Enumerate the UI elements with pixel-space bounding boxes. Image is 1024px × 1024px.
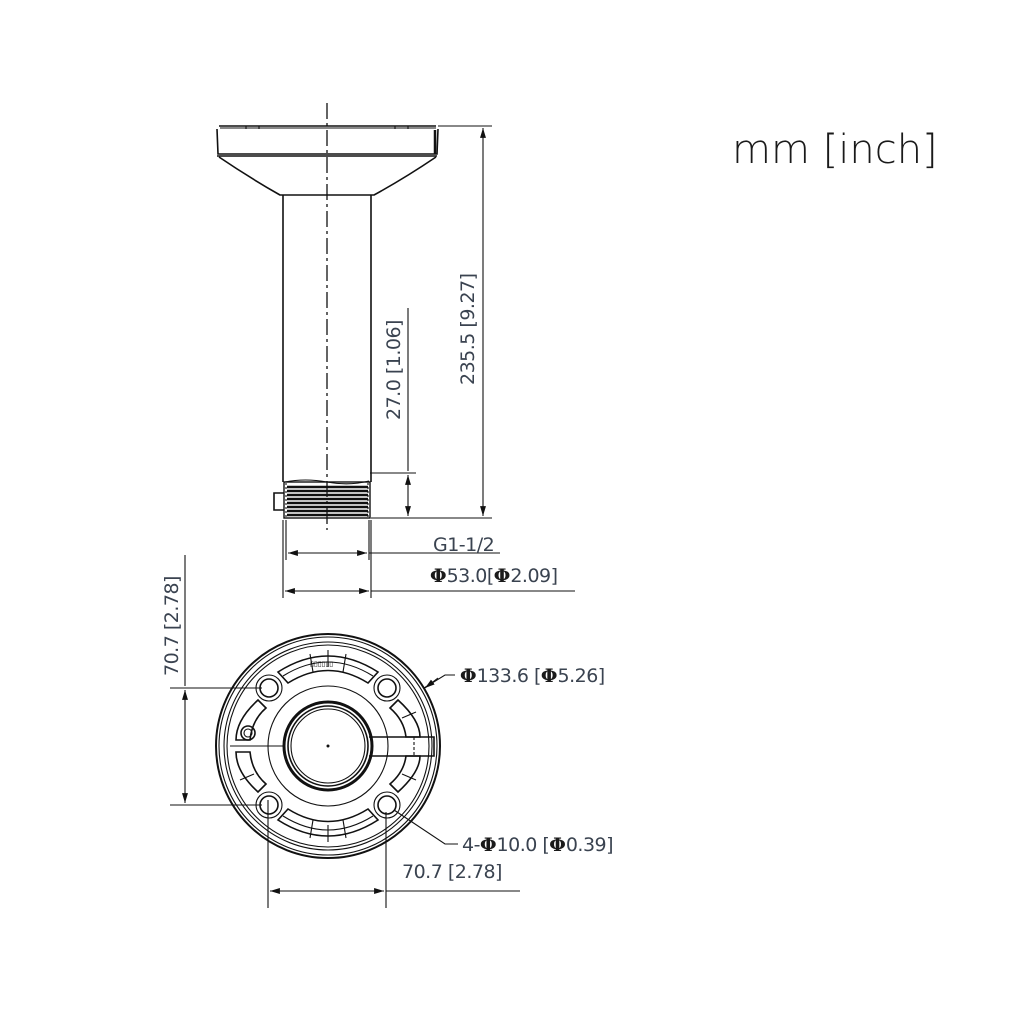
dimension-mount-holes: 4-Φ10.0 [Φ0.39] [393, 809, 614, 856]
threaded-section [273, 481, 371, 519]
svg-text:27.0 [1.06]: 27.0 [1.06] [383, 320, 405, 420]
svg-text:70.7 [2.78]: 70.7 [2.78] [161, 576, 183, 676]
svg-text:4-Φ10.0 [Φ0.39]: 4-Φ10.0 [Φ0.39] [462, 834, 613, 856]
mount-hole [259, 678, 279, 698]
dimension-outer-diameter: Φ133.6 [Φ5.26] [423, 665, 605, 689]
dimension-pipe-diameter: Φ53.0[Φ2.09] [282, 520, 575, 598]
dimension-hole-spacing-horizontal: 70.7 [2.78] [267, 800, 520, 908]
units-label: mm [inch] [732, 127, 938, 173]
mount-hole [259, 795, 279, 815]
svg-text:▯▯▯▯▯▯: ▯▯▯▯▯▯ [310, 660, 333, 668]
base-plate: ▯▯▯▯▯▯ [215, 633, 441, 859]
dimension-total-height: 235.5 [9.27] [371, 125, 492, 519]
svg-text:70.7 [2.78]: 70.7 [2.78] [402, 861, 502, 883]
mount-hole [377, 678, 397, 698]
svg-text:G1-1/2: G1-1/2 [433, 534, 494, 556]
svg-text:235.5 [9.27]: 235.5 [9.27] [457, 273, 479, 385]
side-view: 235.5 [9.27] 27.0 [1.06] G1-1/2 Φ53.0[Φ2… [216, 103, 575, 598]
dimension-hole-spacing-vertical: 70.7 [2.78] [161, 555, 262, 806]
dimension-thread-spec: G1-1/2 [285, 520, 500, 560]
svg-text:Φ53.0[Φ2.09]: Φ53.0[Φ2.09] [430, 565, 558, 587]
dimension-thread-height: 27.0 [1.06] [370, 308, 416, 516]
mount-hole [377, 795, 397, 815]
svg-text:Φ133.6 [Φ5.26]: Φ133.6 [Φ5.26] [460, 665, 605, 687]
bottom-view: ▯▯▯▯▯▯ [161, 555, 614, 908]
